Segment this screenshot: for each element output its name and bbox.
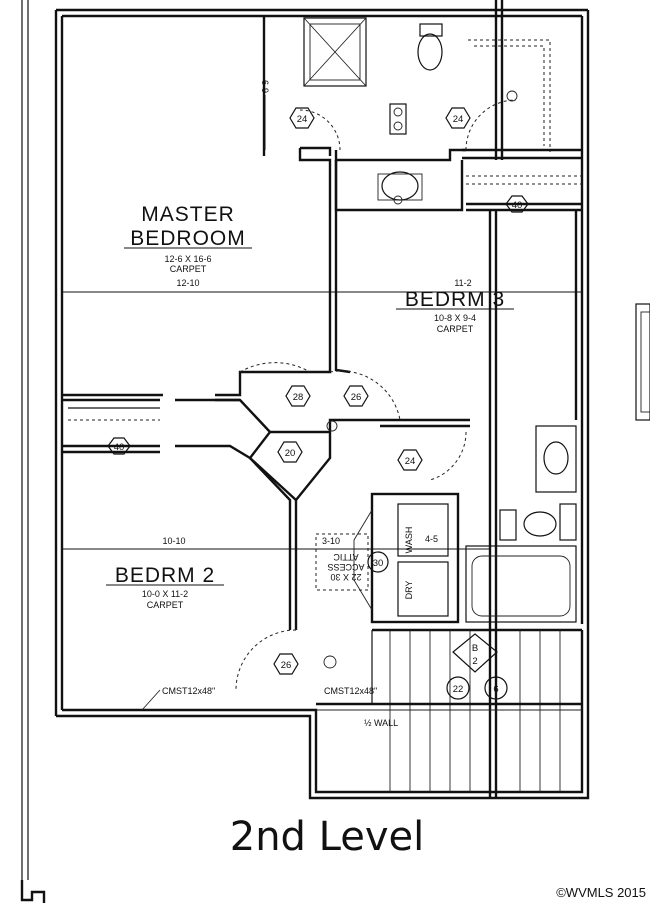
bedrm3-dim: 11-2 — [454, 278, 471, 288]
master-floor: CARPET — [170, 264, 207, 274]
tag-15: 40 — [114, 442, 125, 453]
wash-label: WASH — [404, 527, 414, 554]
tag-2: 24 — [453, 114, 464, 125]
master-bath — [299, 0, 582, 212]
attic-1: ATTIC — [333, 552, 359, 562]
misc-labels: WASH DRY 4-5 3-10 ATTIC ACCESS 22 X 30 C… — [141, 80, 438, 728]
master-size: 12-6 X 16-6 — [164, 254, 211, 264]
dimension-lines — [62, 95, 582, 550]
half-wall: ½ WALL — [364, 718, 398, 728]
tag-12: B — [472, 643, 478, 654]
tag-11: 6 — [493, 684, 498, 695]
master-dim: 12-10 — [176, 278, 199, 288]
cmst-2: CMST12x48" — [324, 686, 377, 696]
bedrm3-size: 10-8 X 9-4 — [434, 313, 476, 323]
page-border — [20, 0, 650, 903]
tag-10: 22 — [453, 684, 464, 695]
bedrm2-name: BEDRM 2 — [115, 564, 215, 587]
bedrm2-size: 10-0 X 11-2 — [142, 589, 188, 599]
stairs — [316, 628, 582, 792]
master-name-2: BEDROOM — [130, 227, 246, 250]
tag-5: 26 — [281, 660, 292, 671]
bath-dim: 6-9 — [260, 80, 270, 93]
tag-9: 30 — [373, 558, 384, 569]
bedrm3-name: BEDRM 3 — [405, 288, 505, 311]
exterior-walls — [54, 8, 590, 800]
bedroom3-label: 11-2 BEDRM 3 10-8 X 9-4 CARPET — [396, 278, 514, 334]
tag-numbers: 24 24 26 28 26 20 24 30 22 6 B 2 40 40 — [114, 114, 523, 695]
bedroom3-walls — [329, 202, 582, 798]
bedrm2-floor: CARPET — [147, 600, 184, 610]
laundry-dim: 3-10 — [322, 536, 340, 546]
bedroom2-label: 10-10 BEDRM 2 10-0 X 11-2 CARPET — [106, 536, 224, 610]
master-name-1: MASTER — [141, 203, 235, 226]
attic-2: ACCESS — [327, 562, 364, 572]
tag-3: 26 — [351, 392, 362, 403]
tag-7: 24 — [405, 456, 416, 467]
master-bedroom-label: MASTER BEDROOM 12-6 X 16-6 CARPET 12-10 — [124, 203, 252, 288]
laundry-w: 4-5 — [425, 534, 438, 544]
tag-4: 28 — [293, 392, 304, 403]
copyright: ©WVMLS 2015 — [556, 885, 646, 900]
level-caption: 2nd Level — [230, 814, 425, 860]
tag-6: 20 — [285, 448, 296, 459]
attic-3: 22 X 30 — [330, 572, 361, 582]
tag-1: 24 — [297, 114, 308, 125]
tag-symbols — [107, 90, 529, 700]
dry-label: DRY — [404, 581, 414, 600]
bedroom2-walls — [62, 362, 380, 691]
cmst-1: CMST12x48" — [162, 686, 215, 696]
bedrm3-floor: CARPET — [437, 324, 474, 334]
tag-13: 2 — [472, 656, 477, 667]
hall-bath — [429, 425, 577, 623]
laundry-area — [315, 492, 460, 624]
bedrm2-dim: 10-10 — [162, 536, 185, 546]
tag-14: 40 — [512, 200, 523, 211]
